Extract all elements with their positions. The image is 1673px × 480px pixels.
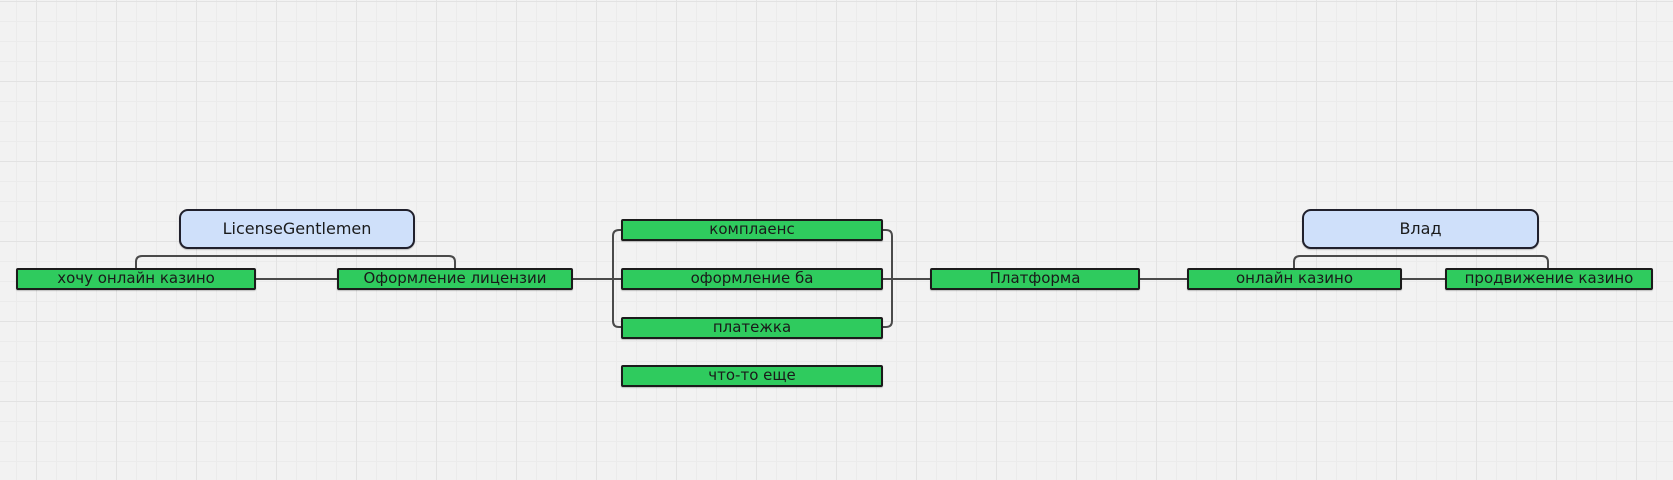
node-platform-label: Платформа [989,269,1081,287]
node-bank-setup[interactable]: оформление ба [621,268,883,290]
node-license-registration[interactable]: Оформление лицензии [337,268,573,290]
node-something-else[interactable]: что-то еще [621,365,883,387]
bracket-vlad[interactable] [1293,255,1549,268]
node-want-online-casino-label: хочу онлайн казино [57,269,215,287]
node-compliance[interactable]: комплаенс [621,219,883,241]
node-online-casino-label: онлайн казино [1235,269,1354,287]
node-online-casino[interactable]: онлайн казино [1187,268,1402,290]
node-casino-promotion[interactable]: продвижение казино [1445,268,1653,290]
node-license-gentlemen-label: LicenseGentlemen [222,218,372,238]
node-payment-system-label: платежка [712,318,792,336]
node-casino-promotion-label: продвижение казино [1464,269,1634,287]
node-license-gentlemen[interactable]: LicenseGentlemen [179,209,415,249]
node-license-registration-label: Оформление лицензии [363,269,547,287]
node-payment-system[interactable]: платежка [621,317,883,339]
node-vlad-label: Влад [1399,218,1442,238]
node-platform[interactable]: Платформа [930,268,1140,290]
bracket-license-gentlemen[interactable] [135,255,456,268]
node-compliance-label: комплаенс [709,220,795,238]
node-want-online-casino[interactable]: хочу онлайн казино [16,268,256,290]
node-something-else-label: что-то еще [708,366,796,384]
node-bank-setup-label: оформление ба [690,269,814,287]
node-vlad[interactable]: Влад [1302,209,1539,249]
